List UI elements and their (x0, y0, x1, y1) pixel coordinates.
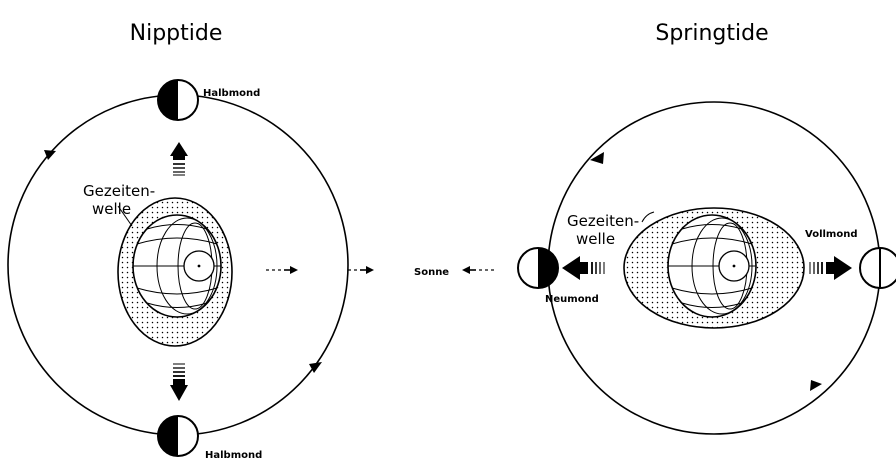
nipptide-tide-wave-label-2: welle (92, 200, 131, 218)
springtide-tide-wave-label-2: welle (576, 230, 615, 248)
nipptide-arrow-down (170, 364, 188, 401)
sun-ray-arrow-3 (462, 266, 494, 274)
nipptide-half-moon-top (158, 80, 198, 120)
sun-group: Sonne (266, 266, 494, 278)
springtide-orbit-arrow-bottom (810, 380, 822, 391)
nipptide-title: Nipptide (130, 21, 223, 46)
springtide-title: Springtide (655, 21, 768, 46)
sun-label: Sonne (414, 267, 449, 278)
springtide-arrow-left (562, 256, 604, 280)
springtide-group: Springtide (518, 21, 896, 434)
nipptide-group: Nipptide (8, 21, 348, 461)
springtide-earth (668, 215, 756, 317)
sun-ray-arrow-2 (348, 266, 374, 274)
springtide-full-moon-label: Vollmond (805, 229, 858, 240)
nipptide-tide-wave-label-1: Gezeiten- (83, 182, 155, 200)
springtide-new-moon-label: Neumond (545, 294, 599, 305)
nipptide-earth (133, 215, 221, 317)
springtide-arrow-right (810, 256, 852, 280)
springtide-full-moon (860, 248, 896, 288)
springtide-orbit-arrow-top (590, 152, 604, 164)
nipptide-half-moon-bottom (158, 416, 198, 456)
nipptide-half-moon-bottom-label: Halbmond (205, 450, 262, 461)
nipptide-arrow-up (170, 142, 188, 175)
nipptide-half-moon-top-label: Halbmond (203, 88, 260, 99)
sun-ray-arrow-1 (266, 266, 298, 274)
springtide-new-moon (518, 248, 558, 288)
springtide-tide-wave-pointer (642, 212, 654, 222)
springtide-tide-wave-label-1: Gezeiten- (567, 212, 639, 230)
